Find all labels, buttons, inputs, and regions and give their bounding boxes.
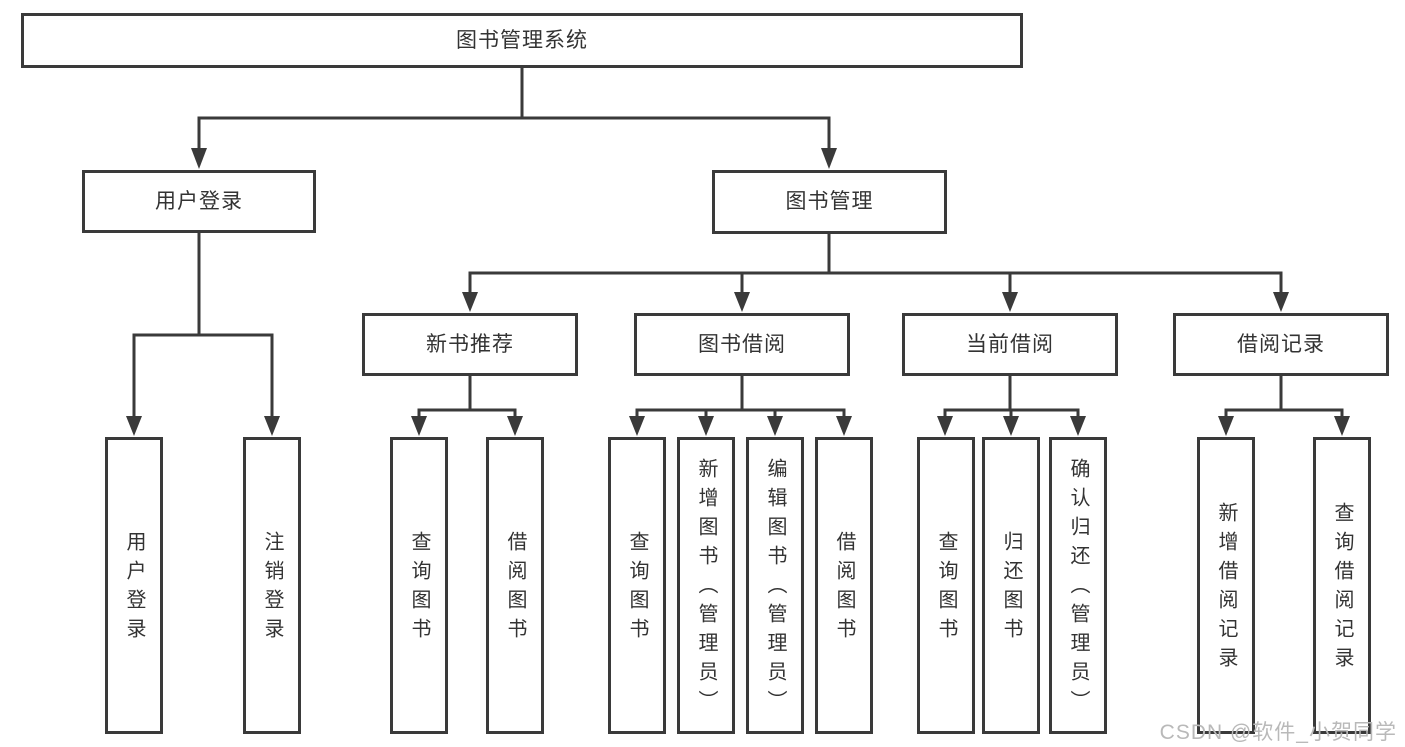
connector-user-login-to-leaves <box>132 231 274 420</box>
connector-book-management-to-level2 <box>468 232 1283 296</box>
node-library-management-system: 图书管理系统 <box>21 13 1023 68</box>
arrowhead <box>1273 292 1289 312</box>
arrowhead <box>264 416 280 436</box>
leaf-current-return-books: 归还图书 <box>982 437 1040 734</box>
connector-current-borrowing-to-leaves <box>943 374 1080 420</box>
node-book-management: 图书管理 <box>712 170 947 234</box>
leaf-current-query-books: 查询图书 <box>917 437 975 734</box>
arrowhead <box>126 416 142 436</box>
leaf-newbook-borrow-books: 借阅图书 <box>486 437 544 734</box>
leaf-records-add-record: 新增借阅记录 <box>1197 437 1255 734</box>
arrowhead <box>1334 416 1350 436</box>
arrowhead <box>821 148 837 169</box>
arrowhead <box>462 292 478 312</box>
arrowhead <box>507 416 523 436</box>
arrowhead <box>1218 416 1234 436</box>
arrowhead <box>698 416 714 436</box>
leaf-logout: 注销登录 <box>243 437 301 734</box>
arrowhead <box>629 416 645 436</box>
leaf-user-login: 用户登录 <box>105 437 163 734</box>
arrowhead <box>734 292 750 312</box>
node-current-borrowing: 当前借阅 <box>902 313 1118 376</box>
arrowhead <box>767 416 783 436</box>
arrowhead <box>937 416 953 436</box>
connector-borrowing-records-to-leaves <box>1224 374 1344 420</box>
node-user-login: 用户登录 <box>82 170 316 233</box>
leaf-newbook-query-books: 查询图书 <box>390 437 448 734</box>
leaf-borrowing-borrow-books: 借阅图书 <box>815 437 873 734</box>
connector-book-borrowing-to-leaves <box>635 374 846 420</box>
node-borrowing-records: 借阅记录 <box>1173 313 1389 376</box>
connector-new-book-to-leaves <box>417 374 517 420</box>
leaf-borrowing-edit-books-admin: 编辑图书（管理员） <box>746 437 804 734</box>
leaf-borrowing-add-books-admin: 新增图书（管理员） <box>677 437 735 734</box>
connector-root-to-level1 <box>197 66 831 152</box>
arrowhead <box>1002 292 1018 312</box>
arrowhead <box>1070 416 1086 436</box>
arrowhead <box>191 148 207 169</box>
leaf-records-query-record: 查询借阅记录 <box>1313 437 1371 734</box>
node-new-book-recommendation: 新书推荐 <box>362 313 578 376</box>
leaf-current-confirm-return-admin: 确认归还（管理员） <box>1049 437 1107 734</box>
csdn-watermark: CSDN @软件_小贺同学 <box>1159 721 1397 744</box>
arrowhead <box>411 416 427 436</box>
leaf-borrowing-query-books: 查询图书 <box>608 437 666 734</box>
arrowhead <box>1003 416 1019 436</box>
node-book-borrowing: 图书借阅 <box>634 313 850 376</box>
arrowhead <box>836 416 852 436</box>
